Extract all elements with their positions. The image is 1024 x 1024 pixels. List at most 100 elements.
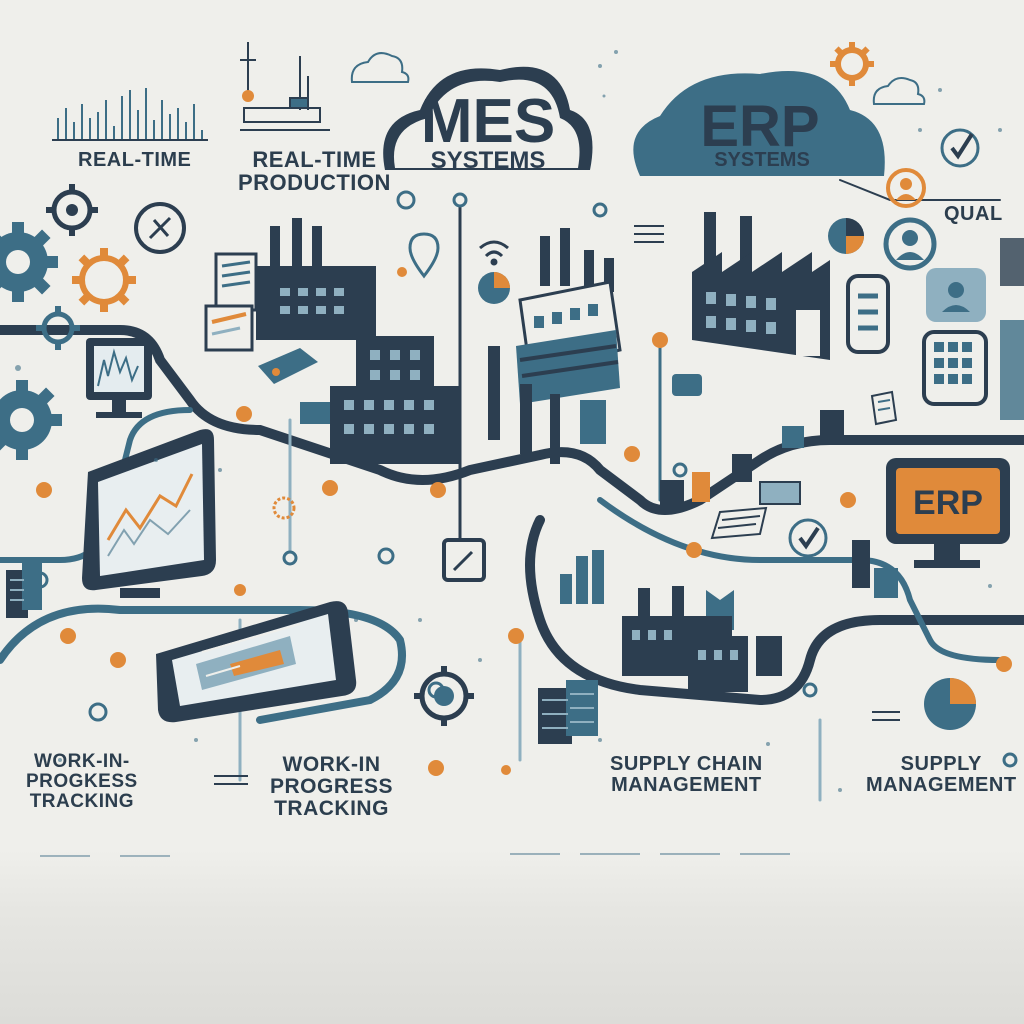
orange-nodes [36, 267, 1012, 776]
label-line: PROGRESS [270, 775, 394, 799]
node [996, 656, 1012, 672]
label-line: REAL-TIME [252, 147, 377, 172]
mes-title: MES [421, 87, 555, 156]
gear-icon [36, 306, 80, 350]
gear-icon [0, 380, 62, 460]
bottom-fade [0, 850, 1024, 1024]
pipeline-loop [525, 515, 1024, 706]
erp-title: ERP [700, 94, 819, 159]
production-line-icon [240, 42, 330, 131]
mes-subtitle: SYSTEMS [431, 147, 546, 174]
factory-icon [204, 218, 376, 384]
node [396, 190, 416, 210]
node [1002, 752, 1018, 768]
label-line: MANAGEMENT [866, 774, 1017, 796]
label-real-time-production: REAL-TIME PRODUCTION [238, 148, 391, 194]
node [652, 332, 668, 348]
server-icon [846, 274, 890, 354]
tablet-icon [156, 601, 357, 723]
factory-icon [622, 586, 782, 692]
label-wip-mid: WORK-IN PROGRESS TRACKING [270, 753, 394, 821]
node [428, 760, 444, 776]
node [452, 192, 468, 208]
node [686, 542, 702, 558]
erp-monitor-icon: ERP [886, 458, 1010, 568]
node [430, 482, 446, 498]
label-line: WORK-IN- [33, 751, 130, 772]
document-icon [870, 390, 898, 426]
node [234, 584, 246, 596]
label-line: SUPPLY [900, 753, 982, 775]
edit-box-icon [442, 538, 486, 582]
monitor-icon [86, 338, 152, 418]
bar-chart-icon [560, 550, 604, 604]
gear-icon [0, 222, 58, 302]
label-line: SUPPLY CHAIN [610, 753, 763, 775]
erp-subtitle: SYSTEMS [714, 149, 810, 171]
node [60, 628, 76, 644]
node [322, 480, 338, 496]
gear-icon [272, 496, 296, 520]
label-line: MANAGEMENT [611, 774, 762, 796]
side-panel [1000, 320, 1024, 420]
checkmark-icon [940, 128, 980, 168]
node [840, 492, 856, 508]
gear-icon [830, 42, 874, 86]
label-qual: QUAL [944, 203, 1003, 225]
bar-chart-icon [52, 88, 208, 141]
scattered-dots [15, 50, 1002, 792]
pie-chart-icon [828, 218, 864, 254]
gear-icon [46, 184, 98, 236]
label-line: TRACKING [29, 790, 134, 812]
monitor-icon [82, 429, 216, 598]
label-line: TRACKING [274, 797, 389, 821]
mes-cloud: MES SYSTEMS [383, 66, 593, 174]
label-line: PROGKESS [26, 770, 138, 792]
side-panel [1000, 238, 1024, 286]
warehouse-blocks [660, 374, 898, 598]
map-pin-icon [408, 232, 440, 279]
node [672, 462, 688, 478]
node [508, 628, 524, 644]
node [236, 406, 252, 422]
compass-icon [134, 202, 186, 254]
gear-icon [414, 666, 474, 726]
node [624, 446, 640, 462]
pie-chart-icon [924, 678, 976, 730]
gear-icon [72, 248, 136, 312]
node [377, 547, 395, 565]
server-icon [538, 680, 598, 744]
node [592, 202, 608, 218]
erp-monitor-label: ERP [913, 484, 983, 522]
user-icon [926, 268, 986, 322]
checkmark-icon [788, 518, 828, 558]
node [282, 550, 298, 566]
label-line: WORK-IN [282, 753, 381, 776]
factory-icon [692, 212, 830, 360]
cloud-icon [350, 52, 410, 83]
label-real-time: REAL-TIME [78, 149, 192, 171]
document-icon [922, 330, 988, 406]
factory-icon [488, 228, 622, 464]
node [36, 482, 52, 498]
server-icon [6, 560, 42, 618]
decor-dashes [214, 225, 900, 785]
user-icon [886, 168, 926, 208]
node [501, 765, 511, 775]
factory-icon [300, 336, 460, 464]
node [397, 267, 407, 277]
pipeline-right [597, 497, 1003, 663]
pie-chart-icon [478, 272, 510, 304]
node [802, 682, 818, 698]
node [88, 702, 108, 722]
label-line: PRODUCTION [238, 170, 391, 196]
wifi-icon [479, 240, 509, 266]
label-wip-left: WORK-IN- PROGKESS TRACKING [26, 752, 138, 812]
node [110, 652, 126, 668]
erp-cloud: ERP SYSTEMS [633, 70, 885, 176]
user-icon [883, 217, 937, 271]
label-supply-management: SUPPLY MANAGEMENT [866, 754, 1017, 796]
label-supply-chain: SUPPLY CHAIN MANAGEMENT [610, 754, 763, 796]
cloud-icon [872, 77, 926, 105]
